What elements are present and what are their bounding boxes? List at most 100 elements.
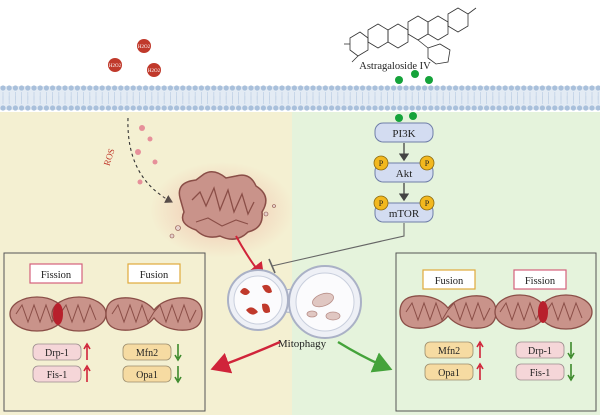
ros-particles bbox=[135, 125, 158, 185]
marker-label: Opa1 bbox=[438, 368, 460, 379]
phospholipid bbox=[25, 85, 31, 111]
phospho-marker bbox=[373, 155, 389, 171]
phospholipid bbox=[136, 85, 142, 111]
fusion-title-box bbox=[127, 263, 181, 284]
phospholipid bbox=[366, 85, 372, 111]
phospholipid bbox=[353, 85, 359, 111]
phospholipid bbox=[93, 85, 99, 111]
mtor-node bbox=[374, 202, 434, 223]
svg-text:P: P bbox=[379, 199, 384, 208]
fission-title: Fission bbox=[41, 270, 72, 281]
fusion-mitochondria-icon bbox=[105, 297, 203, 331]
mtor-inhibition-line bbox=[271, 223, 405, 267]
inhibition-bar bbox=[268, 258, 276, 274]
phospholipid bbox=[422, 85, 428, 111]
phospholipid bbox=[81, 85, 87, 111]
phospholipid bbox=[564, 85, 570, 111]
phospho-marker bbox=[419, 195, 435, 211]
marker-label: Mfn2 bbox=[136, 348, 158, 359]
phospholipid bbox=[0, 85, 6, 111]
marker-label: Mfn2 bbox=[438, 346, 460, 357]
phospholipid bbox=[415, 85, 421, 111]
akt-label: Akt bbox=[396, 168, 413, 180]
phospholipid bbox=[428, 85, 434, 111]
phospholipid bbox=[242, 85, 248, 111]
phospholipid bbox=[409, 85, 415, 111]
phospholipid bbox=[56, 85, 62, 111]
marker-label: Drp-1 bbox=[45, 348, 69, 359]
phospholipid bbox=[546, 85, 552, 111]
phospholipid bbox=[248, 85, 254, 111]
phospholipid bbox=[378, 85, 384, 111]
phospholipid bbox=[397, 85, 403, 111]
mitophagy-event-icon bbox=[227, 265, 362, 339]
marker-pill bbox=[424, 363, 474, 381]
phospholipid bbox=[310, 85, 316, 111]
phospholipid bbox=[440, 85, 446, 111]
phospholipid bbox=[205, 85, 211, 111]
phospholipid bbox=[527, 85, 533, 111]
phospholipid bbox=[403, 85, 409, 111]
phospholipid bbox=[552, 85, 558, 111]
phospholipid bbox=[254, 85, 260, 111]
phospholipid bbox=[502, 85, 508, 111]
phospholipid bbox=[6, 85, 12, 111]
mitophagy-to-left-arrow bbox=[210, 340, 281, 374]
phospholipid bbox=[118, 85, 124, 111]
phospholipid bbox=[384, 85, 390, 111]
phospholipid bbox=[539, 85, 546, 111]
marker-label: Drp-1 bbox=[528, 346, 552, 357]
fission-title-box bbox=[29, 263, 83, 284]
astragaloside-structure-icon bbox=[344, 7, 477, 65]
fission-title: Fission bbox=[525, 276, 556, 287]
marker-pill bbox=[32, 343, 82, 361]
up-arrow-icon bbox=[476, 340, 484, 358]
pi3k-node bbox=[374, 122, 434, 143]
fission-title-box bbox=[513, 269, 567, 290]
phospho-marker bbox=[419, 155, 435, 171]
marker-pill bbox=[32, 365, 82, 383]
marker-label: Opa1 bbox=[136, 370, 158, 381]
phospholipid bbox=[490, 85, 496, 111]
mitophagy-label: Mitophagy bbox=[278, 338, 327, 350]
h2o2-label: H2O2 bbox=[148, 69, 161, 74]
phospholipid bbox=[477, 85, 483, 111]
fusion-title-box bbox=[422, 269, 476, 290]
phospholipid bbox=[589, 85, 595, 111]
phospholipid bbox=[186, 85, 192, 111]
phospholipid bbox=[50, 85, 56, 111]
phospholipid bbox=[459, 85, 465, 111]
phospholipid bbox=[37, 85, 43, 111]
h2o2-label: H2O2 bbox=[109, 64, 122, 69]
fusion-title: Fusion bbox=[435, 276, 464, 287]
phospholipid bbox=[167, 85, 173, 111]
up-arrow-icon bbox=[83, 364, 91, 382]
svg-text:P: P bbox=[425, 159, 430, 168]
svg-text:P: P bbox=[379, 159, 384, 168]
phospholipid bbox=[217, 85, 223, 111]
phospholipid bbox=[360, 85, 366, 111]
phospholipid bbox=[285, 85, 291, 111]
phospholipid bbox=[19, 85, 25, 111]
phospholipid bbox=[74, 85, 80, 111]
phospholipid bbox=[446, 85, 452, 111]
phospholipid bbox=[236, 85, 242, 111]
mtor-label: mTOR bbox=[389, 208, 420, 220]
mitophagy-to-right-arrow bbox=[337, 340, 393, 373]
phospholipid bbox=[583, 85, 589, 111]
phospholipid bbox=[180, 85, 186, 111]
phospholipid bbox=[223, 85, 229, 111]
marker-label: Fis-1 bbox=[47, 370, 68, 381]
phospholipid bbox=[570, 85, 577, 111]
right-result-panel: Fusion Fission Mfn2 Opa1 Drp-1 Fis-1 bbox=[395, 252, 597, 412]
phospholipid bbox=[291, 85, 297, 111]
phospholipid bbox=[453, 85, 459, 111]
astragaloside-dots bbox=[395, 70, 433, 84]
up-arrow-icon bbox=[83, 342, 91, 360]
h2o2-label: H2O2 bbox=[138, 45, 151, 50]
down-arrow-icon bbox=[567, 342, 575, 360]
phospholipid bbox=[99, 85, 105, 111]
left-result-panel: Fission Fusion Drp-1 Fis-1 Mfn2 Opa1 bbox=[3, 252, 206, 412]
